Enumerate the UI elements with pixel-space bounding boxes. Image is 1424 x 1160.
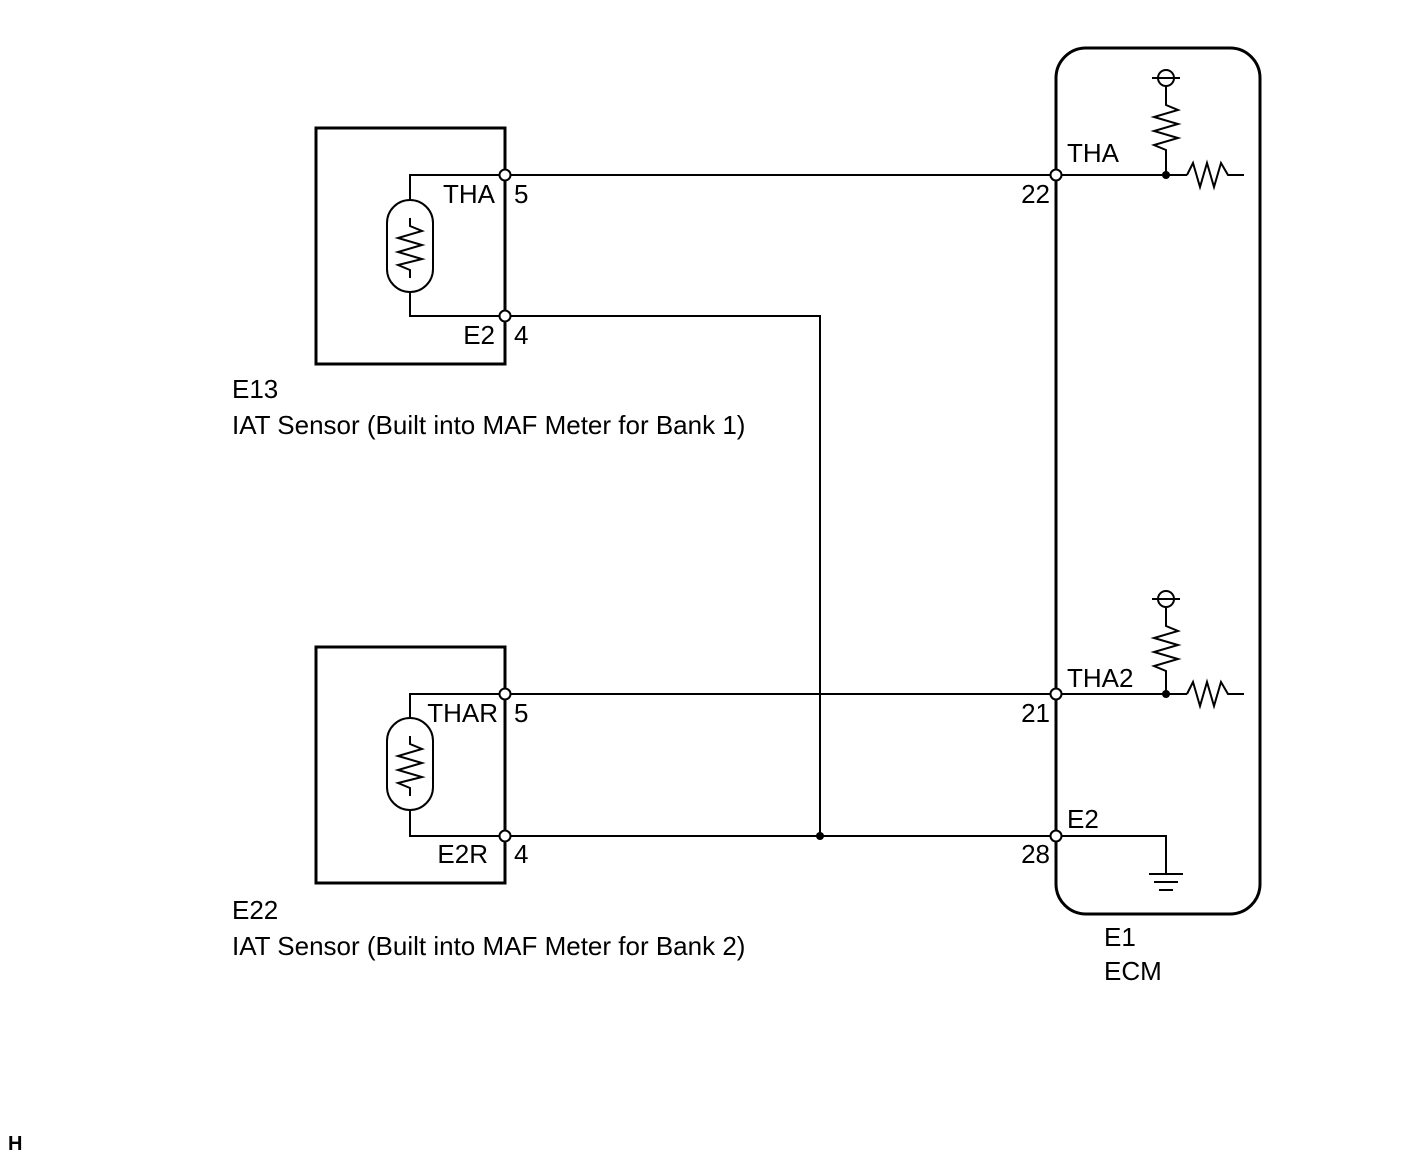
sensor-e22-code: E22 <box>232 895 278 925</box>
ecm-pin-21-number: 21 <box>1021 698 1050 728</box>
sensor-e13-pin-e2-label: E2 <box>463 320 495 350</box>
sensor-e13: THA 5 E2 4 E13 IAT Sensor (Built into MA… <box>232 126 745 440</box>
terminal-e13-4 <box>498 309 512 323</box>
sensor-e13-pin-4-number: 4 <box>514 320 528 350</box>
ecm-housing <box>1054 46 1262 916</box>
ecm-tha2-junction <box>1162 690 1170 698</box>
splice-point <box>816 832 824 840</box>
ecm-pin-28-number: 28 <box>1021 839 1050 869</box>
connector-terminals <box>498 168 1063 843</box>
sensor-e22-name: IAT Sensor (Built into MAF Meter for Ban… <box>232 931 745 961</box>
sensor-e22-pin-4-number: 4 <box>514 839 528 869</box>
sensor-e22-pin-5-number: 5 <box>514 698 528 728</box>
sensor-e13-pin-5-number: 5 <box>514 179 528 209</box>
corner-mark: H <box>8 1133 22 1155</box>
ecm-tha2-input-resistor <box>1186 678 1244 710</box>
ecm-pin-22-number: 22 <box>1021 179 1050 209</box>
sensor-e13-thermistor <box>386 199 434 293</box>
terminal-e1-28 <box>1049 829 1063 843</box>
ecm-name: ECM <box>1104 956 1162 986</box>
sensor-e22: THAR 5 E2R 4 E22 IAT Sensor (Built into … <box>232 645 745 961</box>
sensor-e13-name: IAT Sensor (Built into MAF Meter for Ban… <box>232 410 745 440</box>
terminal-e1-22 <box>1049 168 1063 182</box>
ecm-e1: THA 22 THA2 21 E2 28 E1 ECM <box>1021 46 1262 986</box>
sensor-e22-resistor-zigzag <box>394 736 426 796</box>
sensor-e13-resistor-zigzag <box>394 218 426 278</box>
ecm-e2-internal-wire <box>1056 835 1167 874</box>
ecm-pin-tha-label: THA <box>1067 138 1120 168</box>
terminal-e13-5 <box>498 168 512 182</box>
ecm-tha2-pullup-resistor <box>1150 607 1182 694</box>
ecm-code: E1 <box>1104 922 1136 952</box>
terminal-e22-5 <box>498 687 512 701</box>
ecm-pin-tha2-label: THA2 <box>1067 663 1133 693</box>
sensor-e13-housing <box>314 126 507 366</box>
sensor-e22-pin-thar-label: THAR <box>427 698 498 728</box>
sensor-e13-pin-tha-label: THA <box>443 179 496 209</box>
sensor-e22-housing <box>314 645 507 885</box>
sensor-e13-internal-wiring <box>409 174 505 317</box>
sensor-e22-pin-e2r-label: E2R <box>437 839 488 869</box>
ecm-pin-e2-label: E2 <box>1067 804 1099 834</box>
ground-icon <box>1149 873 1183 891</box>
ecm-tha-junction <box>1162 171 1170 179</box>
terminal-e22-4 <box>498 829 512 843</box>
ecm-tha2-circuit <box>1056 590 1244 710</box>
harness-wires <box>505 174 1056 840</box>
ecm-e2-ground-circuit <box>1056 835 1183 891</box>
ecm-tha-circuit <box>1056 69 1244 191</box>
wire-e2-bank1 <box>505 315 821 836</box>
ecm-tha-input-resistor <box>1186 159 1244 191</box>
sensor-e13-code: E13 <box>232 374 278 404</box>
sensor-e22-internal-wiring <box>409 693 505 837</box>
sensor-e22-thermistor <box>386 717 434 811</box>
terminal-e1-21 <box>1049 687 1063 701</box>
ecm-tha-pullup-resistor <box>1150 86 1182 175</box>
